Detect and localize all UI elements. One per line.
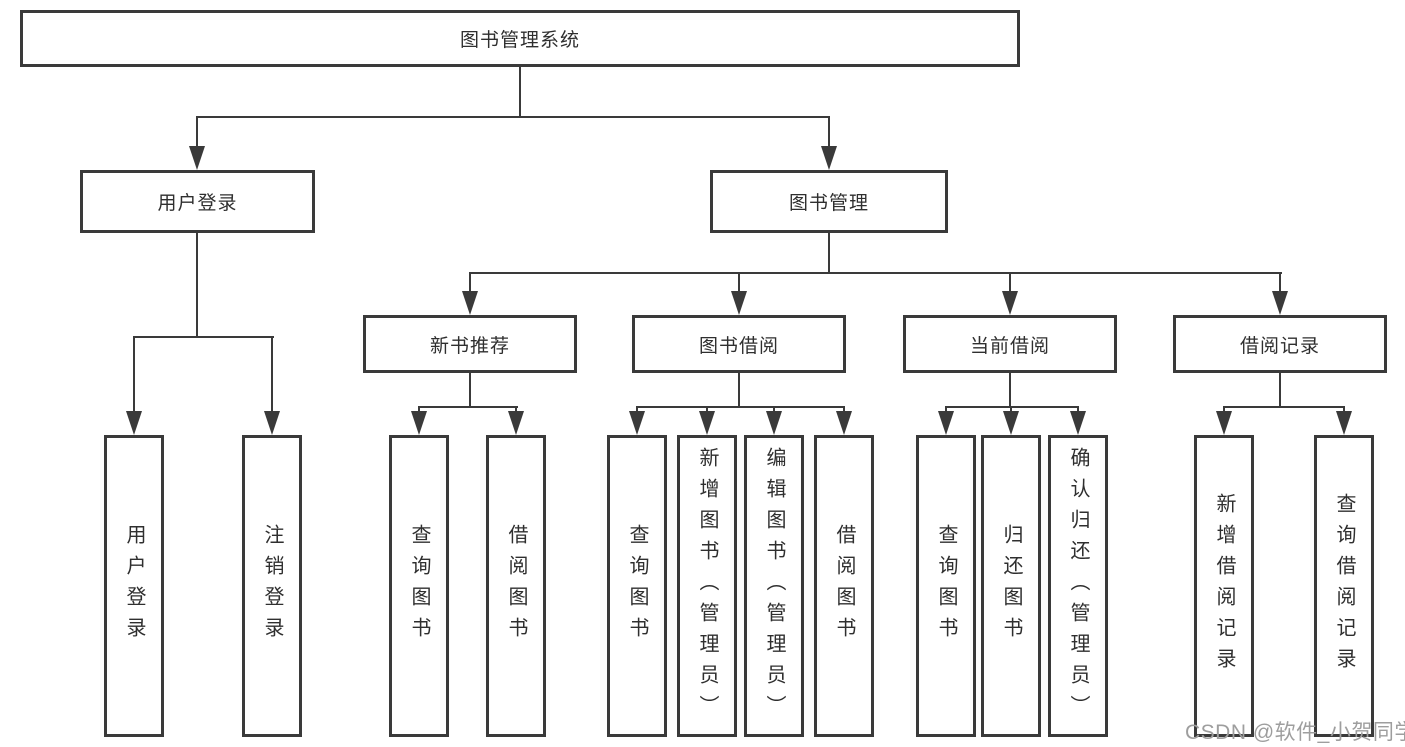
node-book-borrow: 图书借阅 — [632, 315, 846, 373]
node-borrow-records: 借阅记录 — [1173, 315, 1387, 373]
arrowhead-cb-leaf3 — [1070, 411, 1086, 435]
connector-bb-leaf2-drop — [706, 408, 708, 412]
connector-bb-leaf1-drop — [636, 408, 638, 412]
leaf-bb-borrow-books-label: 借阅图书 — [833, 524, 855, 648]
leaf-br-add-record-label: 新增借阅记录 — [1213, 493, 1235, 679]
leaf-bb-add-books-label: 新增图书（管理员） — [696, 446, 718, 726]
connector-bb-leaf4-drop — [843, 408, 845, 412]
node-new-book-recommend-label: 新书推荐 — [429, 335, 510, 357]
arrowhead-bb-leaf4 — [836, 411, 852, 435]
arrowhead-bb-leaf1 — [629, 411, 645, 435]
connector-cb-leaf1-drop — [945, 408, 947, 412]
arrowhead-borrowrecords — [1272, 291, 1288, 315]
connector-currentborrow-drop — [1009, 274, 1011, 292]
leaf-bb-borrow-books: 借阅图书 — [814, 435, 874, 737]
leaf-cb-return-books: 归还图书 — [981, 435, 1041, 737]
connector-newrec-stem — [469, 373, 471, 407]
connector-leaf-logout-drop — [271, 338, 273, 411]
connector-user-login-hline — [133, 336, 274, 338]
connector-level3-hline — [469, 272, 1282, 274]
leaf-user-login: 用户登录 — [104, 435, 164, 737]
arrowhead-br-leaf1 — [1216, 411, 1232, 435]
connector-newrec-drop — [469, 274, 471, 292]
connector-level2-hline — [196, 116, 830, 118]
arrowhead-newrec-leaf1 — [411, 411, 427, 435]
leaf-bb-query-books: 查询图书 — [607, 435, 667, 737]
arrowhead-bookborrow — [731, 291, 747, 315]
leaf-bb-edit-books-label: 编辑图书（管理员） — [763, 446, 785, 726]
connector-root-stem — [519, 67, 521, 117]
connector-newrec-leaf1-drop — [418, 408, 420, 412]
arrowhead-br-leaf2 — [1336, 411, 1352, 435]
connector-bookborrow-drop — [738, 274, 740, 292]
arrowhead-currentborrow — [1002, 291, 1018, 315]
connector-bb-leaf3-drop — [773, 408, 775, 412]
leaf-bb-add-books: 新增图书（管理员） — [677, 435, 737, 737]
leaf-user-login-label: 用户登录 — [123, 524, 145, 648]
leaf-br-query-record-label: 查询借阅记录 — [1333, 493, 1355, 679]
connector-br-leaf1-drop — [1223, 408, 1225, 412]
connector-borrowrecords-drop — [1279, 274, 1281, 292]
connector-user-login-drop — [196, 118, 198, 146]
connector-newrec-leaf2-drop — [515, 408, 517, 412]
node-current-borrow-label: 当前借阅 — [969, 335, 1050, 357]
leaf-cb-confirm-return: 确认归还（管理员） — [1048, 435, 1108, 737]
connector-borrowrecords-hline — [1223, 406, 1345, 408]
arrowhead-bb-leaf2 — [699, 411, 715, 435]
leaf-rec-query-books-label: 查询图书 — [408, 524, 430, 648]
leaf-bb-edit-books: 编辑图书（管理员） — [744, 435, 804, 737]
arrowhead-user-login — [189, 146, 205, 170]
connector-book-mgmt-drop — [828, 118, 830, 146]
node-user-login-label: 用户登录 — [157, 193, 238, 214]
leaf-rec-query-books: 查询图书 — [389, 435, 449, 737]
leaf-cb-confirm-return-label: 确认归还（管理员） — [1067, 446, 1089, 726]
node-borrow-records-label: 借阅记录 — [1239, 335, 1320, 357]
csdn-watermark: CSDN @软件_小贺同学 — [1185, 721, 1405, 744]
node-user-login: 用户登录 — [80, 170, 315, 233]
leaf-cb-return-books-label: 归还图书 — [1000, 524, 1022, 648]
arrowhead-newrec-leaf2 — [508, 411, 524, 435]
arrowhead-bb-leaf3 — [766, 411, 782, 435]
leaf-rec-borrow-books: 借阅图书 — [486, 435, 546, 737]
connector-currentborrow-stem — [1009, 373, 1011, 407]
arrowhead-leaf-logout — [264, 411, 280, 435]
connector-cb-leaf3-drop — [1077, 408, 1079, 412]
leaf-cb-query-books-label: 查询图书 — [935, 524, 957, 648]
connector-currentborrow-hline — [945, 406, 1079, 408]
arrowhead-book-mgmt — [821, 146, 837, 170]
leaf-br-add-record: 新增借阅记录 — [1194, 435, 1254, 737]
leaf-cb-query-books: 查询图书 — [916, 435, 976, 737]
leaf-bb-query-books-label: 查询图书 — [626, 524, 648, 648]
node-new-book-recommend: 新书推荐 — [363, 315, 577, 373]
leaf-br-query-record: 查询借阅记录 — [1314, 435, 1374, 737]
node-book-management-label: 图书管理 — [788, 193, 869, 214]
node-root-label: 图书管理系统 — [459, 30, 580, 51]
arrowhead-leaf-login — [126, 411, 142, 435]
connector-borrowrecords-stem — [1279, 373, 1281, 407]
arrowhead-newrec — [462, 291, 478, 315]
node-root: 图书管理系统 — [20, 10, 1020, 67]
leaf-rec-borrow-books-label: 借阅图书 — [505, 524, 527, 648]
node-book-management: 图书管理 — [710, 170, 948, 233]
arrowhead-cb-leaf1 — [938, 411, 954, 435]
leaf-logout-label: 注销登录 — [261, 524, 283, 648]
connector-user-login-stem — [196, 233, 198, 337]
connector-cb-leaf2-drop — [1010, 408, 1012, 412]
connector-br-leaf2-drop — [1343, 408, 1345, 412]
connector-book-mgmt-stem — [828, 233, 830, 273]
connector-bookborrow-hline — [636, 406, 845, 408]
connector-leaf-login-drop — [133, 338, 135, 411]
connector-bookborrow-stem — [738, 373, 740, 407]
arrowhead-cb-leaf2 — [1003, 411, 1019, 435]
node-current-borrow: 当前借阅 — [903, 315, 1117, 373]
connector-newrec-hline — [418, 406, 518, 408]
node-book-borrow-label: 图书借阅 — [698, 335, 779, 357]
leaf-logout: 注销登录 — [242, 435, 302, 737]
